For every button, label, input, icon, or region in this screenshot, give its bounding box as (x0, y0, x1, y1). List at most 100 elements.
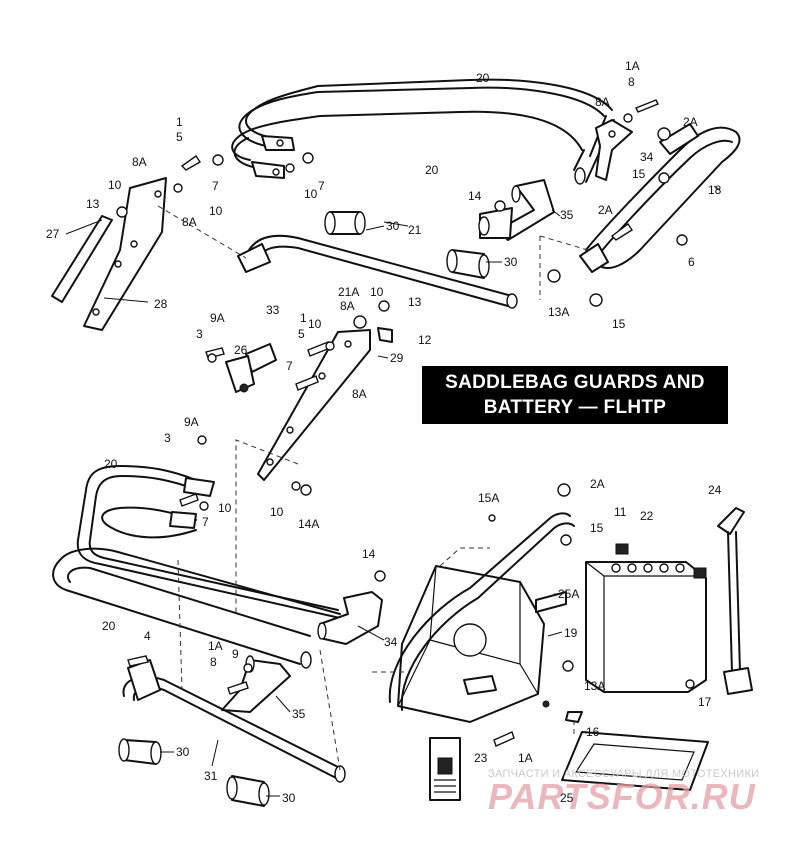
bracket-35-upper (478, 179, 555, 241)
callout-label: 20 (104, 457, 118, 471)
callout-label: 11 (614, 505, 627, 519)
callout-label: 13A (548, 305, 570, 319)
callout-label: 18 (708, 183, 722, 197)
callout-label: 1A (518, 751, 533, 765)
battery-22 (585, 543, 707, 693)
callout-label: 4 (144, 629, 151, 643)
callout-label: 5 (298, 327, 305, 341)
lower-guard-rail-20-a (76, 465, 341, 619)
callout-label: 8 (628, 75, 635, 89)
callout-label: 22 (640, 509, 654, 523)
bracket-34-lower (317, 591, 383, 645)
plate-29 (257, 329, 371, 481)
callout-label: 14A (298, 517, 320, 531)
callout-label: 27 (46, 227, 60, 241)
callout-label: 10 (304, 187, 318, 201)
callout-label: 20 (476, 71, 490, 85)
leader-lines (65, 185, 721, 797)
callout-label: 8A (132, 155, 147, 169)
callout-label: 8A (352, 387, 367, 401)
side-plate-28 (83, 177, 167, 331)
callout-label: 15 (590, 521, 604, 535)
callout-label: 23 (474, 751, 488, 765)
callout-label: 21 (408, 223, 422, 237)
callout-label: 12 (418, 333, 432, 347)
callout-label: 29 (390, 351, 404, 365)
alignment-lines (157, 205, 589, 771)
callout-label: 2A (598, 203, 613, 217)
spacer-30-lower-a (118, 738, 162, 765)
callout-label: 16 (586, 725, 600, 739)
diagram-title: SADDLEBAG GUARDS AND BATTERY — FLHTP (422, 366, 728, 424)
callout-label: 20 (425, 163, 439, 177)
callout-label: 1 (176, 115, 183, 129)
callout-label: 8A (340, 299, 355, 313)
callout-label: 2A (683, 115, 698, 129)
upper-mount-brackets (251, 135, 295, 179)
callout-label: 10 (270, 505, 284, 519)
callout-label: 31 (204, 769, 218, 783)
callout-label: 15 (632, 167, 646, 181)
bracket-34-upper (595, 119, 633, 181)
label-23 (429, 737, 461, 801)
callout-label: 7 (318, 179, 325, 193)
callout-label: 15 (612, 317, 626, 331)
battery-strap-24 (717, 507, 753, 695)
callout-label: 25A (558, 587, 580, 601)
callout-label: 5 (176, 130, 183, 144)
callout-label: 9A (184, 415, 199, 429)
callout-label: 30 (282, 791, 296, 805)
watermark-logo: PARTSFOR.RU (488, 776, 756, 817)
callout-label: 15A (478, 491, 500, 505)
callout-label: 8 (210, 655, 217, 669)
callout-label: 9 (232, 647, 239, 661)
rail-31 (122, 659, 346, 783)
callout-label: 26 (234, 343, 248, 357)
callout-label: 21A (338, 285, 360, 299)
callout-label: 7 (202, 515, 209, 529)
callout-label: 14 (362, 547, 376, 561)
callout-label: 24 (708, 483, 722, 497)
callout-label: 34 (640, 150, 654, 164)
callout-label: 7 (212, 179, 219, 193)
callout-label: 35 (292, 707, 306, 721)
callout-label: 3 (164, 431, 171, 445)
callout-label: 8A (182, 215, 197, 229)
callout-label: 25 (560, 791, 574, 805)
lower-guard-rail-20-b (52, 506, 341, 669)
title-line-1: SADDLEBAG GUARDS AND (445, 372, 705, 393)
callout-label: 20 (102, 619, 116, 633)
callout-label: 10 (108, 178, 122, 192)
callout-label: 17 (698, 695, 712, 709)
strip-27 (51, 215, 113, 303)
hardware (116, 99, 695, 747)
callout-label: 1 (300, 311, 307, 325)
callout-label: 34 (384, 635, 398, 649)
callout-label: 13A (584, 679, 606, 693)
callout-label: 33 (266, 303, 280, 317)
rail-21 (237, 234, 518, 309)
hold-down-25A (388, 512, 575, 711)
bracket-26 (225, 343, 277, 393)
callout-label: 2A (590, 477, 605, 491)
callout-label: 19 (564, 626, 578, 640)
callout-label: 10 (370, 285, 384, 299)
spacer-30-upper-b (446, 249, 490, 279)
title-line-2: BATTERY — FLHTP (483, 397, 667, 418)
callout-label: 28 (154, 297, 168, 311)
battery-tray-19 (397, 565, 550, 723)
rail-18 (579, 123, 741, 273)
spacer-30-lower-b (226, 775, 270, 807)
callout-label: 8A (595, 95, 610, 109)
callout-label: 13 (86, 197, 100, 211)
bracket-35-lower (221, 655, 291, 713)
callout-label: 30 (504, 255, 518, 269)
callout-label: 7 (286, 359, 293, 373)
callout-label: 3 (196, 327, 203, 341)
callout-label: 14 (468, 189, 482, 203)
watermark-tagline: ЗАПЧАСТИ И АКСЕССУАРЫ ДЛЯ МОТОТЕХНИКИ (488, 768, 760, 780)
callout-label: 10 (308, 317, 322, 331)
pad-25 (561, 731, 709, 791)
